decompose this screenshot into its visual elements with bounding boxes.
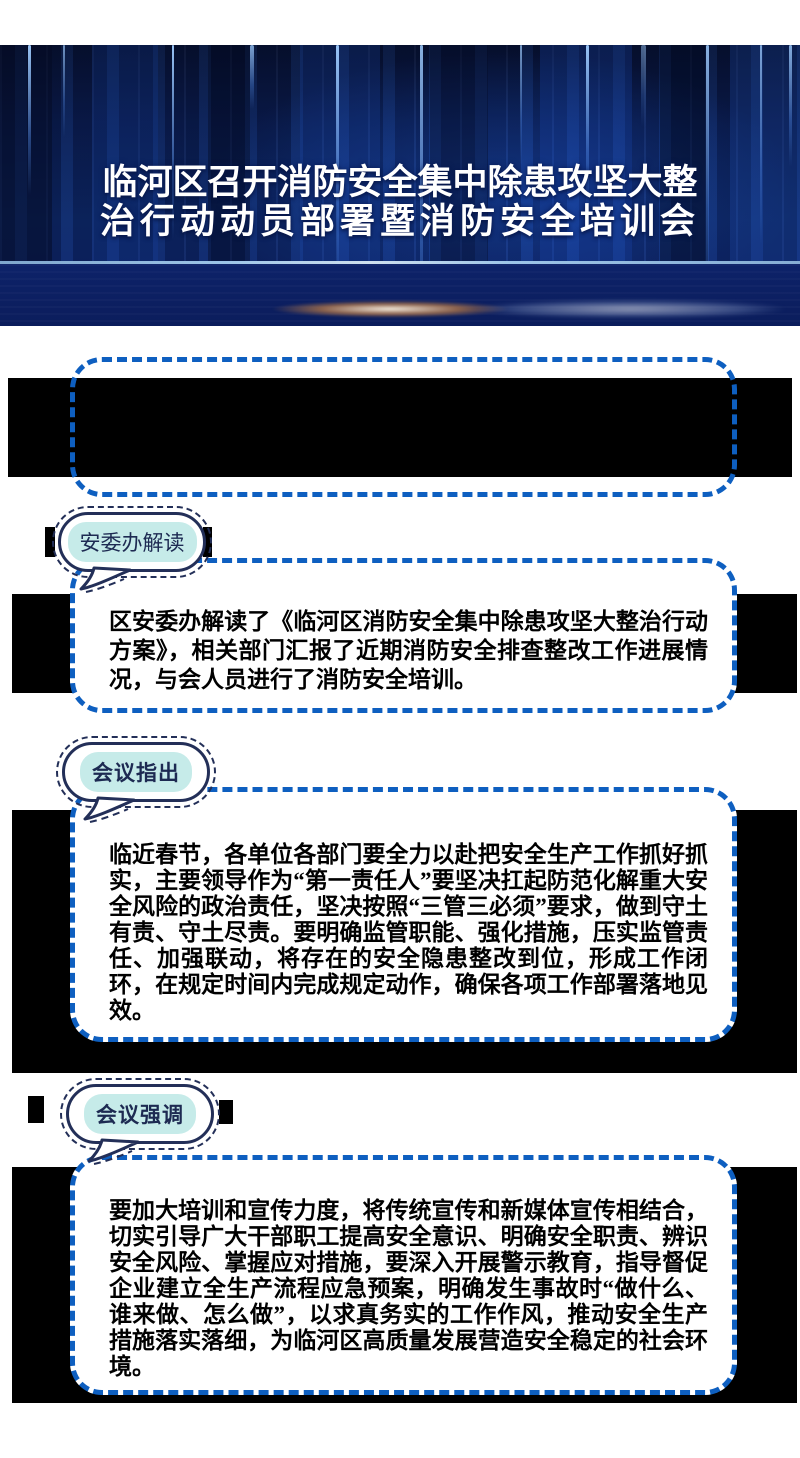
banner-light-streaks bbox=[0, 45, 800, 263]
section-box-huiyi-zhichu: 临近春节，各单位各部门要全力以赴把安全生产工作抓好抓实，主要领导作为“第一责任人… bbox=[70, 787, 737, 1042]
bubble3-right-tick bbox=[219, 1100, 233, 1124]
section-label-bubble-huiyi-qiangdiao: 会议强调 bbox=[60, 1078, 220, 1165]
section-label: 安委办解读 bbox=[67, 522, 197, 562]
bubble-body: 会议强调 bbox=[66, 1084, 214, 1144]
banner-horizon-soft-glow bbox=[420, 297, 800, 321]
section-label-bubble-huiyi-zhichu: 会议指出 bbox=[56, 736, 216, 823]
section-box-anweiban: 区安委办解读了《临河区消防安全集中除患攻坚大整治行动方案》，相关部门汇报了近期消… bbox=[70, 558, 737, 713]
bubble3-left-tick bbox=[28, 1096, 44, 1123]
banner-image: 临河区召开消防安全集中除患攻坚大整 治行动动员部署暨消防安全培训会 bbox=[0, 45, 800, 326]
bubble-dashed-outline bbox=[52, 506, 212, 578]
section-label: 会议指出 bbox=[80, 752, 192, 792]
page-title: 临河区召开消防安全集中除患攻坚大整 治行动动员部署暨消防安全培训会 bbox=[0, 163, 800, 241]
section-label-bubble-anweiban: 安委办解读 bbox=[52, 506, 212, 593]
section-label: 会议强调 bbox=[84, 1094, 196, 1134]
banner-horizon-line bbox=[0, 261, 800, 264]
section-paragraph: 要加大培训和宣传力度，将传统宣传和新媒体宣传相结合，切实引导广大干部职工提高安全… bbox=[109, 1198, 708, 1379]
photo-frame-box bbox=[70, 357, 737, 497]
page-title-line2: 治行动动员部署暨消防安全培训会 bbox=[99, 202, 700, 241]
bubble-tail bbox=[87, 1138, 140, 1165]
bubble1-left-tick bbox=[45, 527, 55, 557]
bubble-tail bbox=[79, 566, 132, 593]
bubble-body: 安委办解读 bbox=[58, 512, 206, 572]
section-paragraph: 临近春节，各单位各部门要全力以赴把安全生产工作抓好抓实，主要领导作为“第一责任人… bbox=[109, 842, 708, 1023]
photo-strip-1 bbox=[8, 378, 792, 477]
bubble-dashed-outline bbox=[56, 736, 216, 808]
bubble-dashed-outline bbox=[60, 1078, 220, 1150]
section-box-huiyi-qiangdiao: 要加大培训和宣传力度，将传统宣传和新媒体宣传相结合，切实引导广大干部职工提高安全… bbox=[70, 1155, 737, 1395]
bubble-tail bbox=[83, 796, 136, 823]
bubble-body: 会议指出 bbox=[62, 742, 210, 802]
page-title-line1: 临河区召开消防安全集中除患攻坚大整 bbox=[102, 163, 698, 202]
section-paragraph: 区安委办解读了《临河区消防安全集中除患攻坚大整治行动方案》，相关部门汇报了近期消… bbox=[109, 609, 708, 692]
